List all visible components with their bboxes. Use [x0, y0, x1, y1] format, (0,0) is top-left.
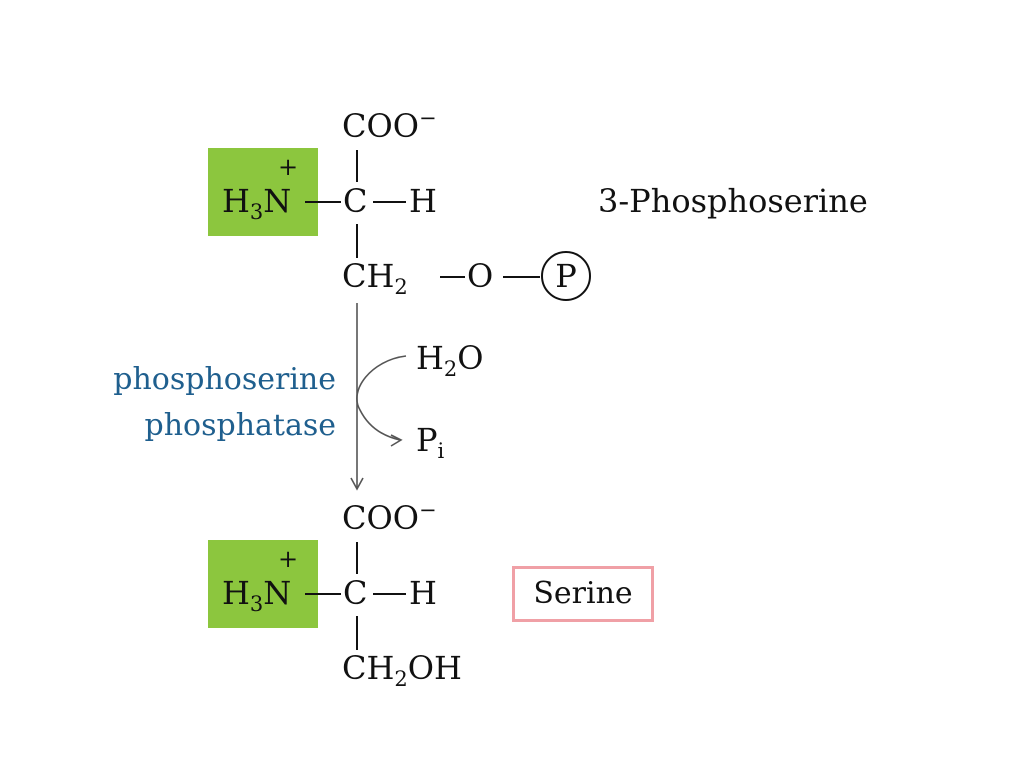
reactant-side-chain-ch2: CH2 [342, 257, 408, 299]
product-name: Serine [533, 576, 633, 611]
curved-side-arrow [356, 355, 407, 441]
reactant-carboxyl: COO− [342, 106, 437, 145]
enzyme-name-line2: phosphatase [144, 408, 336, 443]
inorganic-phosphate-product: Pi [416, 421, 445, 463]
product-alpha-hydrogen: H [409, 574, 437, 612]
reactant-alpha-hydrogen: H [409, 182, 437, 220]
water-reactant: H2O [416, 339, 484, 381]
phosphate-circle-icon: P [541, 251, 591, 301]
reaction-arrow-head [350, 477, 364, 491]
reactant-name: 3-Phosphoserine [598, 182, 868, 220]
reactant-side-chain-oxygen: O [467, 257, 494, 295]
product-alpha-carbon: C [343, 574, 368, 612]
product-carboxyl: COO− [342, 498, 437, 537]
product-amino-charge: + [278, 545, 299, 573]
product-side-chain: CH2OH [342, 649, 462, 691]
product-name-box: Serine [512, 566, 654, 622]
curved-side-arrow-head [390, 434, 403, 447]
enzyme-name-line1: phosphoserine [113, 362, 336, 397]
reactant-amino-group: H3N [222, 182, 292, 224]
amino-group-highlight-bottom [208, 540, 318, 628]
reactant-amino-charge: + [278, 153, 299, 181]
reactant-alpha-carbon: C [343, 182, 368, 220]
product-amino-group: H3N [222, 574, 292, 616]
amino-group-highlight-top [208, 148, 318, 236]
